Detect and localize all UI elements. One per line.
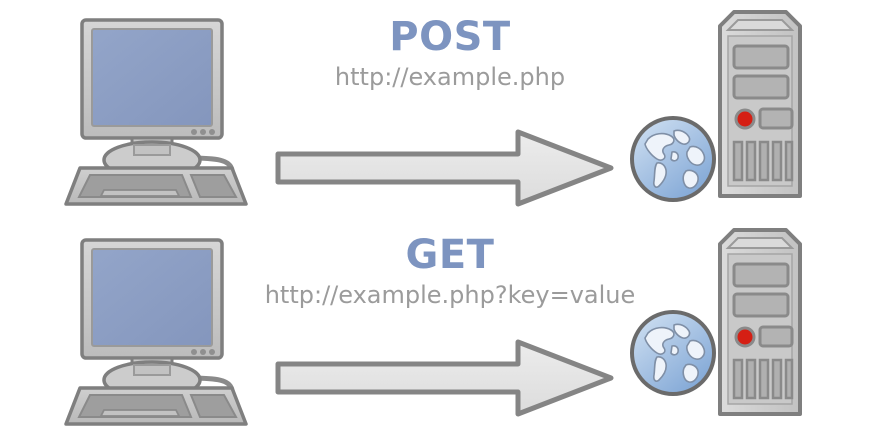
globe-icon-post bbox=[628, 114, 718, 204]
server-tower-get bbox=[700, 224, 820, 420]
client-computer-post bbox=[60, 8, 280, 213]
client-computer-get bbox=[60, 228, 280, 433]
globe-icon-get bbox=[628, 308, 718, 398]
http-url-post: http://example.php bbox=[334, 63, 566, 91]
request-arrow-post bbox=[272, 128, 617, 208]
monitor bbox=[80, 238, 224, 360]
keyboard bbox=[64, 386, 248, 426]
post-row: POST http://example.php bbox=[60, 6, 820, 213]
http-verb-post: POST bbox=[389, 14, 511, 60]
get-row: GET http://example.php?key=value bbox=[0, 220, 880, 440]
server-tower-post bbox=[700, 6, 820, 202]
keyboard bbox=[64, 166, 248, 206]
power-led bbox=[734, 108, 756, 130]
monitor bbox=[80, 18, 224, 140]
http-verb-get: GET bbox=[405, 232, 495, 278]
post-label-block: POST http://example.php bbox=[250, 16, 650, 90]
power-led bbox=[734, 326, 756, 348]
http-url-get: http://example.php?key=value bbox=[264, 281, 636, 309]
get-label-block: GET http://example.php?key=value bbox=[250, 234, 650, 308]
request-arrow-get bbox=[272, 338, 617, 418]
